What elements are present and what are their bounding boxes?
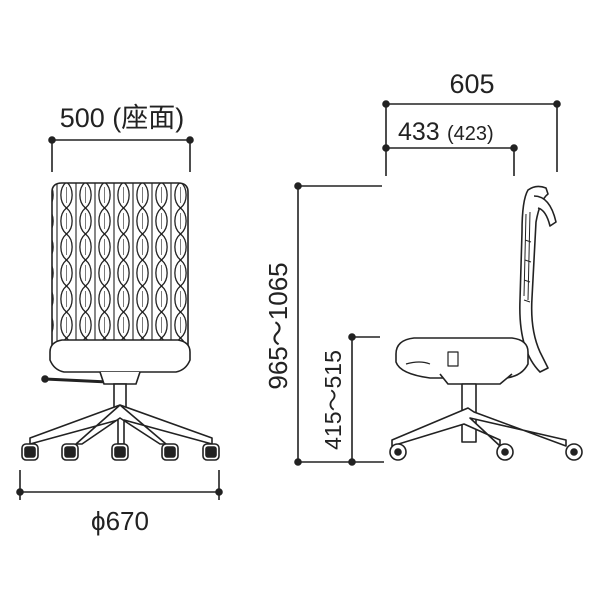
overall-depth-label: 605 — [449, 69, 494, 99]
side-seat-cushion — [395, 337, 529, 379]
overall-height-dimension — [294, 182, 384, 466]
seat-depth-alt-label: (423) — [447, 123, 494, 145]
side-seat-mechanism — [439, 373, 513, 385]
seat-width-dimension — [48, 136, 194, 172]
front-seat-cushion — [49, 339, 191, 373]
seat-height-dimension — [348, 333, 380, 466]
side-view-chair — [389, 185, 583, 461]
front-star-base — [29, 404, 213, 445]
seat-depth-dimension — [382, 120, 518, 176]
seat-depth-label: 433 — [398, 118, 440, 146]
side-star-base — [391, 407, 567, 447]
front-seat-mechanism — [99, 371, 141, 385]
seat-width-label: 500 (座面) — [60, 103, 185, 133]
side-backrest — [519, 185, 549, 373]
overall-height-label: 965～1065 — [263, 262, 293, 389]
front-casters — [21, 443, 220, 461]
front-backrest-mesh — [51, 182, 189, 353]
base-diameter-label: ϕ670 — [91, 506, 149, 536]
seat-height-label: 415～515 — [320, 350, 346, 450]
base-diameter-dimension — [16, 470, 223, 500]
overall-depth-dimension — [382, 100, 561, 172]
front-lift-lever — [44, 377, 109, 384]
front-view-chair — [21, 182, 220, 461]
